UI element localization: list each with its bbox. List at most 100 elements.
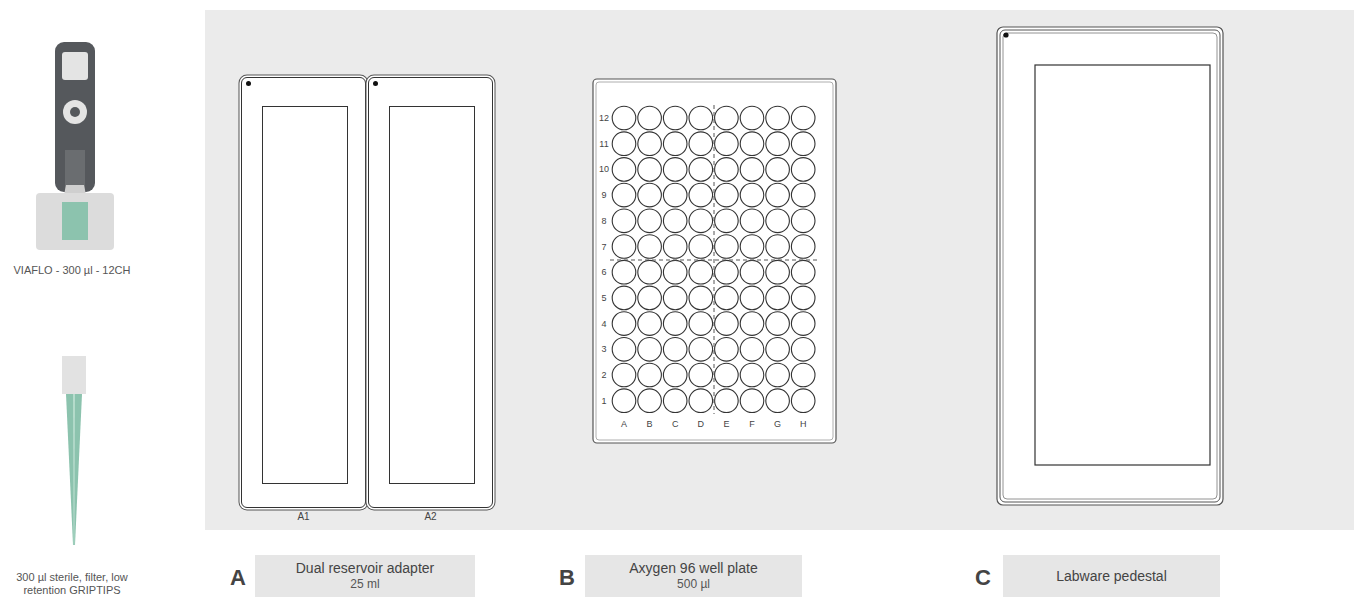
well <box>791 235 815 259</box>
labware-name: Dual reservoir adapter <box>296 560 435 577</box>
well <box>740 389 764 413</box>
well <box>791 260 815 284</box>
deck-position: C <box>975 565 991 590</box>
well <box>612 363 636 387</box>
row-number: 6 <box>601 267 606 277</box>
well <box>638 183 662 207</box>
well <box>766 158 790 182</box>
well <box>663 209 687 233</box>
well <box>663 286 687 310</box>
column-letter: H <box>800 419 807 429</box>
well <box>791 209 815 233</box>
well <box>638 312 662 336</box>
well <box>612 338 636 362</box>
well <box>689 286 713 310</box>
well <box>689 106 713 130</box>
well <box>689 209 713 233</box>
well <box>663 312 687 336</box>
well <box>740 363 764 387</box>
well <box>689 389 713 413</box>
orientation-dot <box>246 81 251 86</box>
labware-name: Axygen 96 well plate <box>629 560 757 577</box>
well <box>766 209 790 233</box>
well <box>612 235 636 259</box>
well <box>638 389 662 413</box>
well <box>612 158 636 182</box>
row-number: 9 <box>601 190 606 200</box>
well <box>766 338 790 362</box>
well <box>766 106 790 130</box>
well <box>689 312 713 336</box>
row-number: 5 <box>601 293 606 303</box>
well-plate <box>593 79 836 443</box>
well <box>715 235 739 259</box>
well <box>766 286 790 310</box>
column-letter: F <box>749 419 755 429</box>
row-number: 2 <box>601 370 606 380</box>
well <box>715 338 739 362</box>
position-label: A1 <box>297 511 309 522</box>
row-number: 8 <box>601 216 606 226</box>
well <box>689 260 713 284</box>
well <box>766 363 790 387</box>
reservoir: A2 <box>368 77 493 508</box>
well <box>791 363 815 387</box>
pedestal-outline <box>997 27 1223 505</box>
well <box>715 132 739 156</box>
well <box>663 158 687 182</box>
well <box>740 158 764 182</box>
tip-name: 300 µl sterile, filter, low retention GR… <box>0 571 147 596</box>
well <box>791 106 815 130</box>
well <box>740 338 764 362</box>
well <box>612 260 636 284</box>
well <box>791 338 815 362</box>
well <box>663 389 687 413</box>
well <box>612 106 636 130</box>
pipette-icon <box>36 42 114 250</box>
row-number: 11 <box>599 139 608 149</box>
instrument-name: VIAFLO - 300 µl - 12CH <box>14 264 131 277</box>
well <box>663 183 687 207</box>
well <box>740 132 764 156</box>
well <box>612 183 636 207</box>
well <box>715 363 739 387</box>
well <box>715 158 739 182</box>
well <box>612 286 636 310</box>
row-number: 1 <box>601 396 606 406</box>
row-number: 12 <box>599 113 609 123</box>
well <box>715 312 739 336</box>
well <box>638 158 662 182</box>
row-number: 3 <box>601 344 606 354</box>
well <box>715 209 739 233</box>
well <box>638 235 662 259</box>
row-number: 7 <box>601 241 606 251</box>
reservoir-trough <box>262 106 348 484</box>
well <box>791 183 815 207</box>
well <box>638 209 662 233</box>
well <box>766 312 790 336</box>
column-letter: B <box>647 419 653 429</box>
well <box>612 312 636 336</box>
well <box>740 183 764 207</box>
well <box>740 260 764 284</box>
row-number: 4 <box>601 318 606 328</box>
well <box>740 209 764 233</box>
well <box>638 106 662 130</box>
well <box>715 286 739 310</box>
well <box>715 260 739 284</box>
well <box>689 183 713 207</box>
labware-name-box: Dual reservoir adapter25 ml <box>255 555 475 597</box>
deck-panel <box>205 10 1354 530</box>
column-letter: E <box>723 419 729 429</box>
position-label: A2 <box>424 511 436 522</box>
well <box>663 338 687 362</box>
well <box>612 132 636 156</box>
well <box>689 235 713 259</box>
well <box>663 235 687 259</box>
deck-position: A <box>230 565 246 590</box>
well <box>715 389 739 413</box>
labware-volume: 25 ml <box>350 577 379 591</box>
well <box>638 132 662 156</box>
labware-volume: 500 µl <box>677 577 710 591</box>
